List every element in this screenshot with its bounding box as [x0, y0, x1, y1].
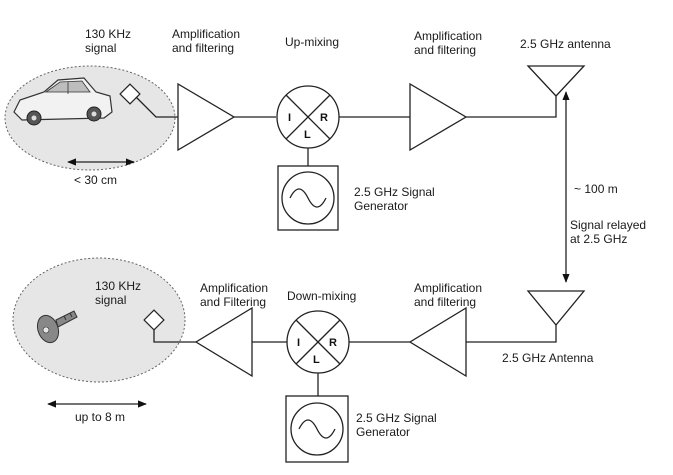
- wire-loop-to-amp1: [135, 96, 178, 118]
- down-mixer-label: Down-mixing: [287, 289, 356, 303]
- up-mixer-icon: I R L: [276, 85, 340, 149]
- down-mixer-port-r: R: [329, 337, 337, 349]
- wire-antenna-to-amp4: [466, 325, 557, 343]
- loop-antenna-icon: [119, 83, 141, 105]
- wire-amp2-to-antenna: [466, 96, 557, 118]
- amplifier-2-icon: [409, 82, 468, 152]
- loop-antenna-icon: [143, 309, 165, 331]
- down-mixer-port-l: L: [313, 354, 320, 366]
- antenna-2-label: 2.5 GHz Antenna: [502, 351, 594, 365]
- antenna-1-icon: [526, 65, 586, 97]
- antenna-1-label: 2.5 GHz antenna: [520, 37, 611, 51]
- car-icon: [13, 77, 113, 126]
- up-mixer-port-r: R: [320, 112, 328, 124]
- up-mixer-port-i: I: [288, 112, 291, 124]
- down-mixer-icon: I R L: [286, 310, 350, 374]
- amplifier-1-icon: [177, 82, 236, 152]
- amplifier-4-icon: [408, 306, 467, 378]
- key-range-label: up to 8 m: [75, 410, 125, 424]
- up-mixer-label: Up-mixing: [285, 35, 339, 49]
- relay-distance-label: ~ 100 m: [574, 182, 618, 196]
- car-range-label: < 30 cm: [74, 173, 117, 187]
- antenna-2-icon: [526, 290, 586, 327]
- amplifier-3-icon: [194, 306, 253, 378]
- signal-generator-2-icon: [285, 395, 349, 463]
- key-zone: [12, 257, 186, 383]
- down-mixer-port-i: I: [297, 337, 300, 349]
- signal-generator-1-icon: [277, 165, 339, 231]
- wire-loop-to-amp: [153, 330, 196, 343]
- key-icon: [36, 310, 78, 344]
- up-mixer-port-l: L: [304, 129, 311, 141]
